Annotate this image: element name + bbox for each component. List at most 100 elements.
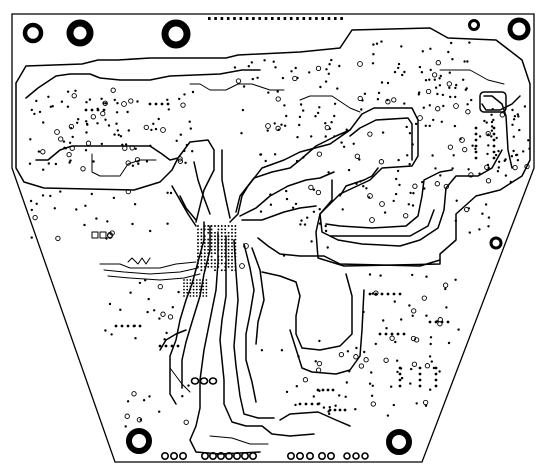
- via: [71, 135, 74, 139]
- via: [63, 146, 66, 149]
- via: [344, 395, 347, 398]
- bga-footprint: [183, 225, 237, 297]
- trace: [193, 161, 211, 215]
- via: [294, 202, 298, 206]
- via: [150, 128, 153, 132]
- mounting-hole: [161, 19, 191, 49]
- trace: [339, 167, 379, 197]
- via: [353, 354, 359, 360]
- via: [149, 229, 152, 233]
- via: [455, 83, 458, 87]
- via: [515, 153, 518, 157]
- via: [122, 145, 128, 151]
- trace: [241, 205, 317, 221]
- bga-ball: [200, 231, 203, 234]
- bga-ball: [224, 255, 227, 258]
- via: [449, 95, 452, 99]
- via: [149, 144, 152, 147]
- via: [276, 90, 279, 93]
- connector-pad: [201, 451, 210, 460]
- bga-ball: [197, 231, 199, 234]
- via: [318, 106, 321, 109]
- via: [467, 168, 470, 171]
- via: [430, 360, 433, 363]
- via: [128, 98, 134, 104]
- trace: [159, 329, 187, 351]
- trace: [103, 267, 199, 275]
- via: [147, 297, 150, 301]
- via: [429, 47, 432, 50]
- via: [347, 168, 351, 172]
- via: [372, 53, 375, 56]
- bga-ball: [234, 235, 237, 238]
- via: [481, 212, 484, 215]
- via: [401, 73, 404, 77]
- bga-ball: [197, 262, 199, 265]
- top-header-pins: [208, 17, 343, 20]
- via: [363, 357, 369, 363]
- trace: [349, 117, 413, 161]
- bga-ball: [214, 262, 216, 265]
- via: [328, 62, 331, 66]
- via: [124, 413, 130, 419]
- via: [490, 135, 493, 138]
- via: [384, 332, 388, 336]
- via: [319, 85, 322, 89]
- via: [85, 120, 88, 123]
- via: [434, 378, 438, 382]
- via: [392, 199, 395, 203]
- via: [290, 70, 293, 73]
- via: [281, 76, 285, 80]
- via: [35, 202, 38, 205]
- header-pin: [334, 17, 337, 20]
- connector-pad: [199, 377, 209, 385]
- via: [134, 157, 141, 163]
- via: [277, 128, 280, 131]
- bga-ball: [220, 255, 223, 258]
- via: [434, 181, 440, 187]
- header-pin: [277, 17, 280, 20]
- via: [125, 188, 131, 195]
- via: [438, 370, 441, 373]
- bga-ball: [224, 252, 227, 255]
- via: [85, 140, 92, 146]
- via: [434, 384, 438, 388]
- via: [299, 223, 302, 226]
- via: [486, 152, 489, 156]
- via: [242, 85, 246, 88]
- bga-ball: [231, 259, 233, 261]
- bga-ball: [214, 265, 216, 268]
- trace: [35, 145, 179, 161]
- via: [383, 357, 389, 363]
- via: [318, 222, 322, 225]
- bga-ball: [200, 252, 203, 255]
- via: [324, 229, 328, 233]
- via: [154, 102, 158, 106]
- via: [468, 172, 474, 178]
- via: [365, 187, 368, 190]
- via: [310, 135, 313, 138]
- bga-ball: [214, 242, 216, 244]
- via: [330, 58, 333, 62]
- via: [96, 122, 99, 125]
- via: [396, 169, 400, 173]
- via: [418, 372, 422, 376]
- via: [134, 337, 137, 340]
- header-pin: [226, 17, 230, 20]
- via: [348, 370, 351, 373]
- bga-ball: [203, 262, 206, 265]
- via: [424, 363, 431, 369]
- mounting-hole: [66, 19, 94, 47]
- bga-ball: [231, 235, 233, 238]
- trace: [279, 411, 351, 427]
- via: [434, 366, 438, 370]
- via: [454, 219, 457, 222]
- via: [403, 213, 409, 219]
- via: [125, 160, 131, 166]
- test-point: [379, 201, 385, 207]
- header-pin: [220, 17, 224, 20]
- header-pin: [321, 17, 324, 20]
- via: [491, 108, 494, 111]
- bga-ball: [205, 282, 208, 285]
- bga-ball: [231, 228, 233, 231]
